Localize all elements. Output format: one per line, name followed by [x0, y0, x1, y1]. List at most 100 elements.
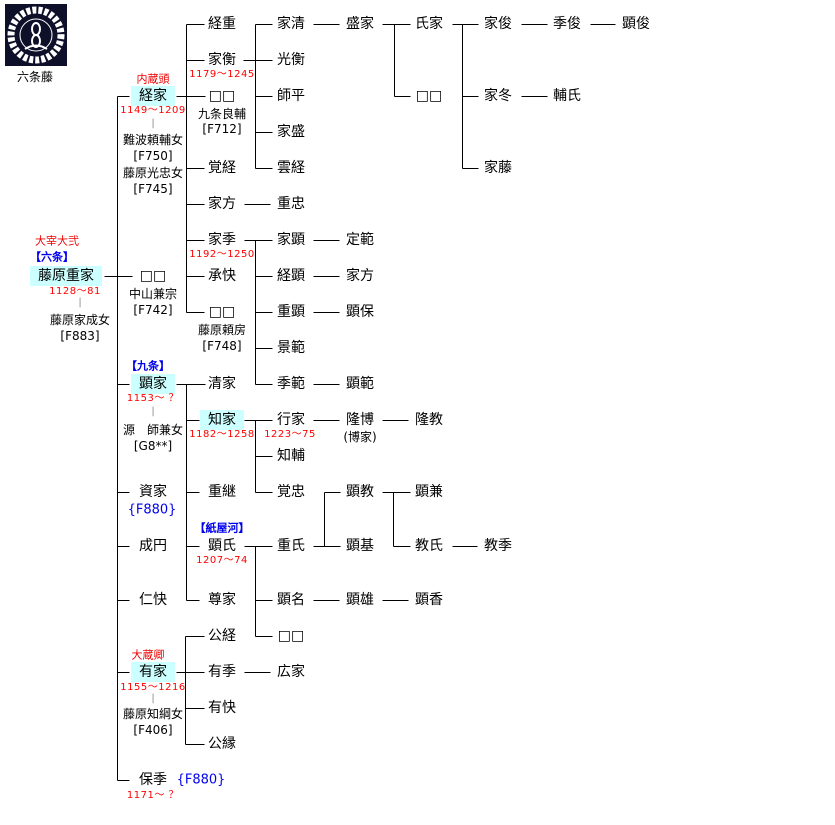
person-node: 覚忠	[277, 484, 305, 500]
person-node: 公縁	[208, 736, 236, 752]
person-node: 家季	[208, 232, 236, 248]
person-node: 顕香	[415, 592, 443, 608]
office-title: 内蔵頭	[136, 72, 170, 86]
person-node: 重氏	[277, 538, 305, 554]
person-node: 藤原重家	[30, 266, 102, 286]
person-node: 経顕	[277, 268, 305, 284]
person-node: 光衡	[277, 52, 305, 68]
years-label: 1153～ ？	[126, 393, 180, 404]
person-node: 資家	[139, 484, 167, 500]
person-node: 顕基	[346, 538, 374, 554]
person-node: 清家	[208, 376, 236, 392]
person-node: 尊家	[208, 592, 236, 608]
years-label: 1182～1258	[189, 429, 255, 440]
note-label: [F750]	[133, 149, 173, 163]
house-label: 【六条】	[30, 250, 74, 264]
person-node: 知家	[200, 410, 244, 430]
house-label: {F880}	[176, 772, 226, 788]
person-node: 顕俊	[622, 16, 650, 32]
years-label: 1128～81	[49, 286, 101, 297]
person-node: 氏家	[415, 16, 443, 32]
note-label: [F406]	[133, 723, 173, 737]
note-label: 九条良輔	[197, 107, 247, 121]
note-label: 難波頼輔女	[122, 133, 184, 147]
years-label: 1179～1245	[189, 69, 255, 80]
years-label: 1192～1250	[189, 249, 255, 260]
note-label: (博家)	[343, 430, 377, 444]
person-node: 隆博	[346, 412, 374, 428]
years-label: 1207～74	[196, 555, 248, 566]
person-node: 家方	[208, 196, 236, 212]
note-label: 源 師兼女	[122, 423, 184, 437]
spouse-link: |	[151, 406, 155, 417]
person-node: 公経	[208, 628, 236, 644]
person-node: 行家	[277, 412, 305, 428]
note-label: 藤原家成女	[49, 313, 111, 327]
person-node: 広家	[277, 664, 305, 680]
person-node: 保季	[139, 772, 167, 788]
person-node: 顕雄	[346, 592, 374, 608]
person-node: □□	[277, 628, 305, 644]
person-node: □□	[208, 304, 236, 320]
years-label: 1171～ ？	[126, 790, 180, 801]
person-node: 顕名	[277, 592, 305, 608]
house-label: 【紙屋河】	[194, 521, 250, 535]
person-node: 景範	[277, 340, 305, 356]
person-node: 隆教	[415, 412, 443, 428]
person-node: 知輔	[277, 448, 305, 464]
person-node: 教季	[484, 538, 512, 554]
house-label: {F880}	[127, 502, 177, 518]
person-node: 家冬	[484, 88, 512, 104]
years-label: 1149～1209	[120, 105, 186, 116]
person-node: 盛家	[346, 16, 374, 32]
person-node: 顕兼	[415, 484, 443, 500]
rokujo-fuji-crest-logo	[5, 4, 67, 66]
person-node: 季俊	[553, 16, 581, 32]
note-label: 藤原光忠女	[122, 166, 184, 180]
person-node: 承快	[208, 268, 236, 284]
house-label: 【九条】	[126, 359, 170, 373]
note-label: 藤原頼房	[197, 323, 247, 337]
person-node: 経家	[131, 86, 175, 106]
person-node: 有季	[208, 664, 236, 680]
note-label: 中山兼宗	[128, 287, 178, 301]
person-node: 有快	[208, 700, 236, 716]
person-node: 顕範	[346, 376, 374, 392]
person-node: 家俊	[484, 16, 512, 32]
person-node: 顕氏	[208, 538, 236, 554]
person-node: □□	[208, 88, 236, 104]
office-title: 大蔵卿	[131, 648, 165, 662]
person-node: 師平	[277, 88, 305, 104]
person-node: 成円	[139, 538, 167, 554]
person-node: 重継	[208, 484, 236, 500]
note-label: [F748]	[202, 339, 242, 353]
person-node: 雲経	[277, 160, 305, 176]
person-node: 教氏	[415, 538, 443, 554]
person-node: 家盛	[277, 124, 305, 140]
person-node: □□	[139, 268, 167, 284]
years-label: 1223～75	[264, 429, 316, 440]
person-node: 経重	[208, 16, 236, 32]
spouse-link: |	[151, 693, 155, 704]
note-label: [F712]	[202, 122, 242, 136]
person-node: 季範	[277, 376, 305, 392]
person-node: 有家	[131, 662, 175, 682]
person-node: □□	[415, 88, 443, 104]
person-node: 重忠	[277, 196, 305, 212]
person-node: 家清	[277, 16, 305, 32]
person-node: 顕保	[346, 304, 374, 320]
person-node: 顕教	[346, 484, 374, 500]
note-label: 六条藤	[16, 70, 54, 84]
note-label: [F745]	[133, 182, 173, 196]
note-label: [F883]	[60, 329, 100, 343]
person-node: 家衡	[208, 52, 236, 68]
years-label: 1155～1216	[120, 682, 186, 693]
spouse-link: |	[78, 297, 82, 308]
person-node: 覚経	[208, 160, 236, 176]
person-node: 家顕	[277, 232, 305, 248]
person-node: 定範	[346, 232, 374, 248]
person-node: 顕家	[131, 374, 175, 394]
person-node: 重顕	[277, 304, 305, 320]
person-node: 家藤	[484, 160, 512, 176]
